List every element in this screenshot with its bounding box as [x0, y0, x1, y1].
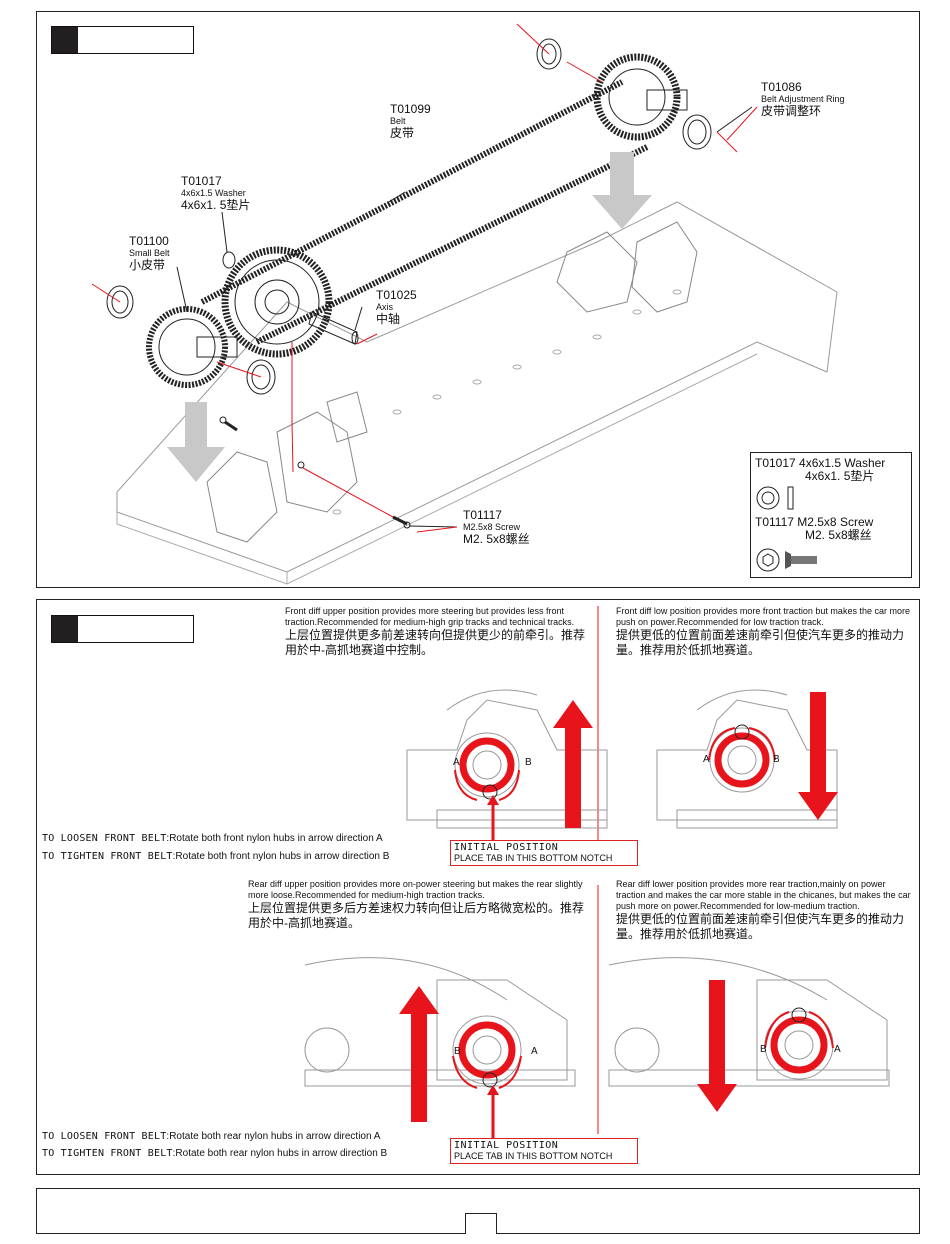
label-b-front-upper: B	[525, 757, 532, 768]
exploded-drawing	[91, 23, 838, 585]
part-code: T01025	[376, 288, 417, 302]
initial-position-sub: PLACE TAB IN THIS BOTTOM NOTCH	[454, 853, 613, 863]
front-low-note-en: Front diff low position provides more fr…	[616, 606, 910, 627]
rear-initial-position-box: INITIAL POSITION PLACE TAB IN THIS BOTTO…	[450, 1138, 638, 1164]
rear-loosen-instruction: TO LOOSEN FRONT BELT:Rotate both rear ny…	[42, 1131, 380, 1143]
part-code: T01099	[390, 102, 431, 116]
part-label-axis: T01025 Axis 中轴	[376, 288, 417, 327]
belt-tension-panel: A B A B B A B A Front diff upper positio…	[36, 599, 920, 1175]
front-low-note: Front diff low position provides more fr…	[616, 606, 916, 658]
rear-lower-diagram	[608, 957, 890, 1087]
rear-tighten-instruction: TO TIGHTEN FRONT BELT:Rotate both rear n…	[42, 1148, 387, 1160]
rear-loosen-key: TO LOOSEN FRONT BELT	[42, 1131, 167, 1142]
part-label-washer: T01017 4x6x1.5 Washer 4x6x1. 5垫片	[181, 174, 251, 213]
page-number-tab	[465, 1213, 497, 1234]
rear-lower-down-arrow	[697, 980, 737, 1112]
front-tighten-key: TO TIGHTEN FRONT BELT	[42, 851, 173, 862]
rear-lower-note: Rear diff lower position provides more r…	[616, 879, 916, 942]
initial-position-title: INITIAL POSITION	[454, 842, 559, 853]
exploded-view-panel: T01086 Belt Adjustment Ring 皮带调整环 T01099…	[36, 11, 920, 588]
part-code: T01117	[463, 508, 502, 522]
front-loosen-text: :Rotate both front nylon hubs in arrow d…	[166, 833, 383, 844]
front-tighten-text: :Rotate both front nylon hubs in arrow d…	[172, 851, 390, 862]
label-a-rear-lower: A	[834, 1044, 841, 1055]
legend-screw-cn: M2. 5x8螺丝	[805, 528, 872, 542]
part-name-en: Belt Adjustment Ring	[761, 94, 845, 104]
part-label-screw: T01117 M2.5x8 Screw M2. 5x8螺丝	[463, 508, 530, 547]
part-name-cn: 皮带	[390, 126, 415, 140]
rear-upper-up-arrow	[399, 986, 439, 1122]
label-b-rear-lower: B	[760, 1044, 767, 1055]
rear-lower-note-cn: 提供更低的位置前面差速前牵引但使汽车更多的推动力量。推荐用於低抓地赛道。	[616, 912, 905, 941]
front-loosen-key: TO LOOSEN FRONT BELT	[42, 833, 167, 844]
part-label-belt: T01099 Belt 皮带	[390, 102, 431, 141]
initial-position-sub: PLACE TAB IN THIS BOTTOM NOTCH	[454, 1151, 613, 1161]
rear-upper-note-cn: 上层位置提供更多后方差速权力转向但让后方略微宽松的。推荐用於中-高抓地赛道。	[248, 901, 585, 930]
label-a-front-low: A	[703, 754, 710, 765]
front-upper-note-cn: 上层位置提供更多前差速转向但提供更少的前牵引。推荐用於中-高抓地赛道中控制。	[285, 628, 586, 657]
part-code: T01086	[761, 80, 802, 94]
part-name-cn: 中轴	[376, 312, 401, 326]
front-down-arrow	[592, 152, 652, 229]
part-code: T01100	[129, 234, 169, 248]
washer-icon	[756, 486, 794, 510]
step-header-box	[51, 26, 194, 54]
part-label-belt-adjustment-ring: T01086 Belt Adjustment Ring 皮带调整环	[761, 80, 845, 119]
step-number-block	[52, 27, 78, 53]
rear-tighten-key: TO TIGHTEN FRONT BELT	[42, 1148, 173, 1159]
legend-screw-label: T01117 M2.5x8 Screw	[755, 515, 874, 529]
front-upper-note: Front diff upper position provides more …	[285, 606, 590, 658]
rear-upper-note: Rear diff upper position provides more o…	[248, 879, 588, 931]
rear-upper-diagram	[304, 957, 576, 1087]
rear-upper-note-en: Rear diff upper position provides more o…	[248, 879, 583, 900]
legend-washer-cn: 4x6x1. 5垫片	[805, 469, 875, 483]
initial-position-title: INITIAL POSITION	[454, 1140, 559, 1151]
label-a-rear-upper: A	[531, 1046, 538, 1057]
part-name-en: Axis	[376, 302, 394, 312]
label-b-rear-upper: B	[454, 1046, 461, 1057]
screw-icon	[756, 548, 817, 572]
rear-tighten-text: :Rotate both rear nylon hubs in arrow di…	[172, 1148, 388, 1159]
rear-loosen-text: :Rotate both rear nylon hubs in arrow di…	[166, 1131, 381, 1142]
part-name-en: Belt	[390, 116, 406, 126]
front-upper-up-arrow	[553, 700, 593, 828]
step-number-block	[52, 616, 78, 642]
front-low-note-cn: 提供更低的位置前面差速前牵引但使汽车更多的推动力量。推荐用於低抓地赛道。	[616, 628, 905, 657]
front-tighten-instruction: TO TIGHTEN FRONT BELT:Rotate both front …	[42, 851, 389, 863]
front-initial-position-box: INITIAL POSITION PLACE TAB IN THIS BOTTO…	[450, 840, 638, 866]
front-upper-diagram	[406, 689, 608, 829]
belt-tension-drawing	[304, 606, 890, 1140]
parts-legend-box: T01017 4x6x1.5 Washer 4x6x1. 5垫片 T01117 …	[750, 452, 912, 578]
label-b-front-low: B	[773, 754, 780, 765]
part-name-cn: 4x6x1. 5垫片	[181, 198, 251, 212]
part-name-en: 4x6x1.5 Washer	[181, 188, 246, 198]
part-name-cn: 小皮带	[129, 258, 166, 272]
label-a-front-upper: A	[453, 757, 460, 768]
part-name-en: M2.5x8 Screw	[463, 522, 521, 532]
rear-down-arrow	[167, 402, 225, 482]
part-name-en: Small Belt	[129, 248, 170, 258]
part-code: T01017	[181, 174, 222, 188]
part-name-cn: M2. 5x8螺丝	[463, 532, 530, 546]
step-header-box	[51, 615, 194, 643]
front-loosen-instruction: TO LOOSEN FRONT BELT:Rotate both front n…	[42, 833, 383, 845]
part-name-cn: 皮带调整环	[761, 104, 822, 118]
front-low-down-arrow	[798, 692, 838, 820]
rear-lower-note-en: Rear diff lower position provides more r…	[616, 879, 911, 911]
part-label-small-belt: T01100 Small Belt 小皮带	[129, 234, 170, 273]
legend-washer-label: T01017 4x6x1.5 Washer	[755, 456, 886, 470]
front-upper-note-en: Front diff upper position provides more …	[285, 606, 575, 627]
front-low-diagram	[656, 689, 838, 829]
